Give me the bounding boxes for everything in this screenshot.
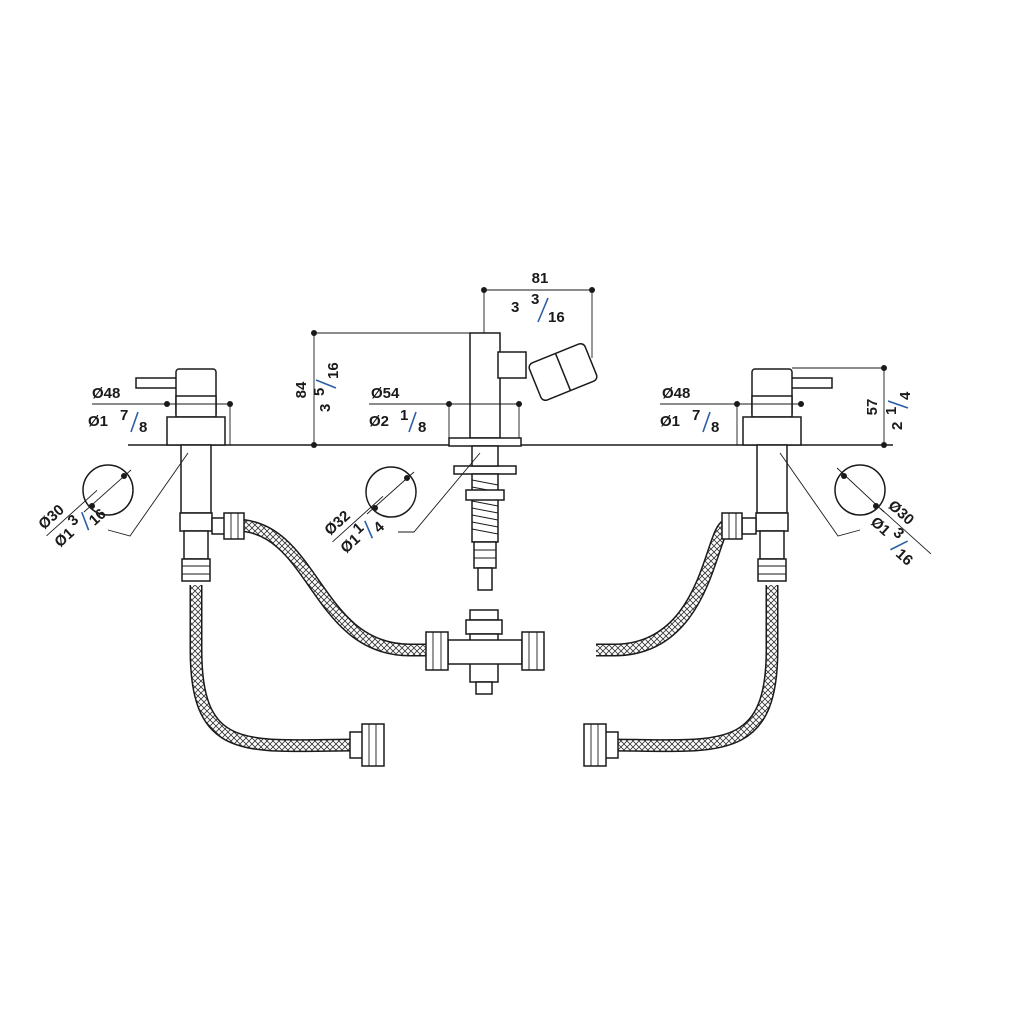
- svg-text:8: 8: [711, 419, 719, 436]
- left-valve-stem: [180, 444, 212, 514]
- right-valve-base: [742, 416, 802, 446]
- spout-base-mm: Ø54: [371, 385, 400, 402]
- right-valve-lever: [789, 377, 833, 389]
- left-valve-base: [166, 416, 226, 446]
- left-hole-detail: [82, 452, 189, 537]
- spout-width-inch: 3 3 16: [511, 291, 565, 326]
- spout-shank-top: [471, 445, 499, 467]
- svg-text:5: 5: [311, 388, 328, 396]
- left-valve-shank: [183, 530, 209, 560]
- svg-text:3: 3: [511, 299, 519, 316]
- svg-text:4: 4: [897, 391, 914, 400]
- spout-height-inch: 3 5 16: [311, 362, 342, 412]
- svg-text:1: 1: [883, 407, 900, 415]
- left-valve-nut: [181, 558, 211, 582]
- svg-text:16: 16: [325, 362, 342, 379]
- right-valve-nut: [757, 558, 787, 582]
- spout-connector: [473, 541, 497, 569]
- svg-text:16: 16: [86, 505, 110, 529]
- spout-height-label: 84: [293, 381, 310, 398]
- right-outlet-hose: [596, 518, 731, 657]
- right-valve-thread: [755, 512, 789, 532]
- left-hole-circle: [82, 464, 134, 516]
- left-valve-thread: [179, 512, 213, 532]
- left-valve-base-inch: Ø1 7 8: [88, 407, 147, 436]
- center-hole-detail: [365, 452, 481, 533]
- cross-left-nut: [425, 631, 449, 671]
- right-valve-base-mm: Ø48: [662, 385, 690, 402]
- svg-text:Ø2: Ø2: [369, 413, 389, 430]
- center-hole-label: Ø32 Ø1 1 4: [321, 495, 388, 557]
- valve-height-inch: 2 1 4: [883, 391, 914, 430]
- svg-text:Ø1: Ø1: [660, 413, 680, 430]
- cross-right-nut: [521, 631, 545, 671]
- dim-spout-base: [369, 401, 522, 438]
- left-hole-label: Ø30 Ø1 3 16: [35, 489, 110, 551]
- svg-text:3: 3: [317, 404, 334, 412]
- spout-inlet-tube: [477, 567, 493, 591]
- spout-base-plate: [448, 437, 522, 447]
- spout-base-inch: Ø2 1 8: [369, 407, 426, 436]
- svg-text:1: 1: [400, 407, 408, 424]
- svg-text:16: 16: [892, 545, 916, 569]
- left-supply-hose: [189, 585, 361, 753]
- left-hole-inch-whole: Ø1: [51, 525, 77, 551]
- right-hole-inch-whole: Ø1: [867, 514, 893, 540]
- right-valve-base-inch: Ø1 7 8: [660, 407, 719, 436]
- right-supply-hose: [604, 585, 779, 753]
- center-hole-circle: [365, 466, 417, 518]
- valve-height-label: 57: [864, 399, 881, 416]
- spout-arm: [497, 351, 527, 379]
- cross-fitting: [425, 609, 545, 695]
- right-valve-shank: [759, 530, 785, 560]
- dim-spout-height: [311, 330, 470, 448]
- svg-text:3: 3: [531, 291, 539, 308]
- svg-text:2: 2: [889, 422, 906, 430]
- right-hole-detail: [779, 452, 886, 537]
- svg-text:16: 16: [548, 309, 565, 326]
- spout-width-mm: 81: [532, 270, 549, 287]
- dim-valve-height: [792, 365, 887, 448]
- left-valve-outlet-nut: [223, 512, 245, 540]
- left-valve-base-mm: Ø48: [92, 385, 120, 402]
- dim-spout-width: [481, 287, 595, 358]
- right-valve: [721, 368, 833, 582]
- cross-horizontal: [447, 639, 523, 665]
- right-hole-circle: [834, 464, 886, 516]
- left-valve-lever: [135, 377, 179, 389]
- cross-bottom-stub: [475, 681, 493, 695]
- svg-text:4: 4: [370, 518, 388, 537]
- dim-left-valve-base: [92, 401, 233, 445]
- left-hose-end-nut: [349, 723, 385, 767]
- cross-top-nut: [469, 609, 499, 621]
- left-outlet-hose: [234, 518, 428, 657]
- spout-body: [469, 332, 501, 439]
- right-valve-outlet: [741, 517, 757, 535]
- right-valve-outlet-nut: [721, 512, 743, 540]
- svg-text:7: 7: [120, 407, 128, 424]
- svg-text:Ø1: Ø1: [88, 413, 108, 430]
- spout-height-mm: 84: [293, 381, 310, 398]
- svg-text:8: 8: [418, 419, 426, 436]
- svg-text:8: 8: [139, 419, 147, 436]
- spout-nozzle: [528, 342, 598, 402]
- cross-top-collar: [465, 619, 503, 635]
- right-hose-end-nut: [583, 723, 619, 767]
- bidet-spout: [448, 332, 598, 591]
- left-valve-ring: [175, 395, 217, 418]
- valve-height-mm: 57: [864, 399, 881, 416]
- right-valve-stem: [756, 444, 788, 514]
- left-valve: [135, 368, 245, 582]
- svg-text:7: 7: [692, 407, 700, 424]
- spout-lock-nut: [465, 489, 505, 501]
- hoses: [189, 518, 779, 753]
- right-valve-ring: [751, 395, 793, 418]
- dim-right-valve-base: [660, 401, 804, 445]
